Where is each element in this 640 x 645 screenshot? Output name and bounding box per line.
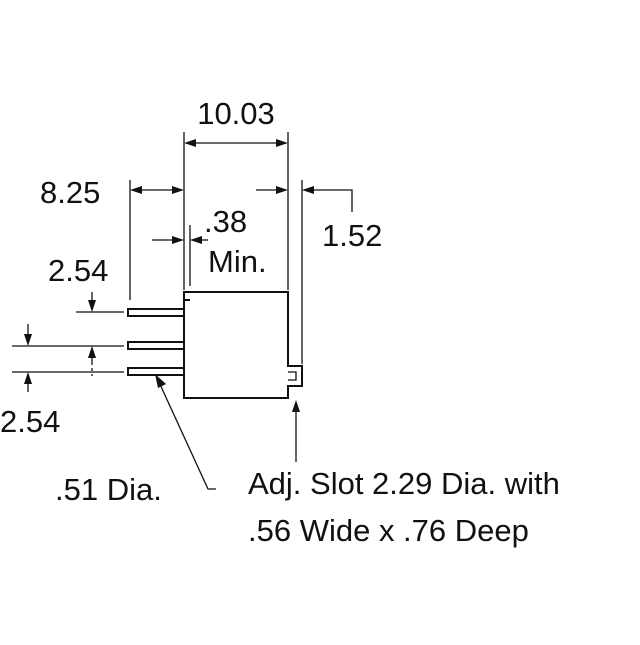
note-adjust-slot-line1: Adj. Slot 2.29 Dia. with — [248, 466, 560, 501]
dim-label-standoff: .38 — [204, 204, 247, 239]
dim-overall-width: 10.03 — [184, 96, 288, 147]
dim-standoff: .38 Min. — [152, 204, 267, 279]
extension-lines — [12, 132, 303, 373]
pin-3 — [127, 367, 185, 376]
dim-label-pin-pitch-bottom: 2.54 — [0, 404, 60, 439]
dim-pin-pitch-bottom: 2.54 — [0, 324, 60, 439]
dim-label-pin-to-body: 8.25 — [40, 175, 100, 210]
pins — [127, 308, 185, 376]
dim-pin-to-body: 8.25 — [40, 175, 288, 210]
dim-label-overall-width: 10.03 — [197, 96, 275, 131]
adjust-slot-detail — [288, 371, 297, 381]
dim-label-standoff-note: Min. — [208, 244, 267, 279]
pin-1 — [127, 308, 185, 317]
component-body — [183, 291, 303, 399]
label-pin-diameter: .51 Dia. — [55, 472, 162, 507]
dim-pin-pitch-top: 2.54 — [48, 253, 108, 376]
leader-adjust-slot: Adj. Slot 2.29 Dia. with .56 Wide x .76 … — [248, 400, 560, 548]
dim-label-slot-offset: 1.52 — [322, 218, 382, 253]
pin-2 — [127, 341, 185, 350]
dim-slot-offset: 1.52 — [302, 186, 382, 253]
dim-label-pin-pitch-top: 2.54 — [48, 253, 108, 288]
leader-pin-diameter: .51 Dia. — [55, 374, 216, 507]
note-adjust-slot-line2: .56 Wide x .76 Deep — [248, 513, 529, 548]
body-outline — [183, 291, 303, 399]
